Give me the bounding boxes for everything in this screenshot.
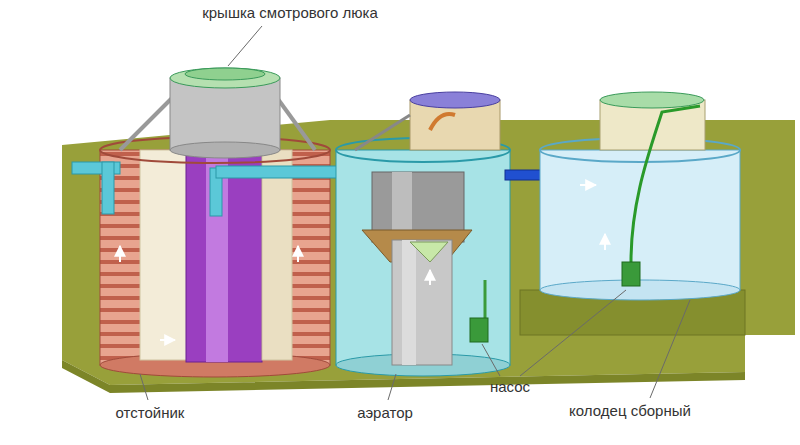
part-label: крышка смотрового люка	[202, 4, 378, 22]
part-label: колодец сборный	[569, 402, 691, 420]
part-label: отстойник	[116, 404, 185, 422]
part-label: насос	[490, 378, 530, 396]
part-label: аэратор	[357, 404, 413, 422]
